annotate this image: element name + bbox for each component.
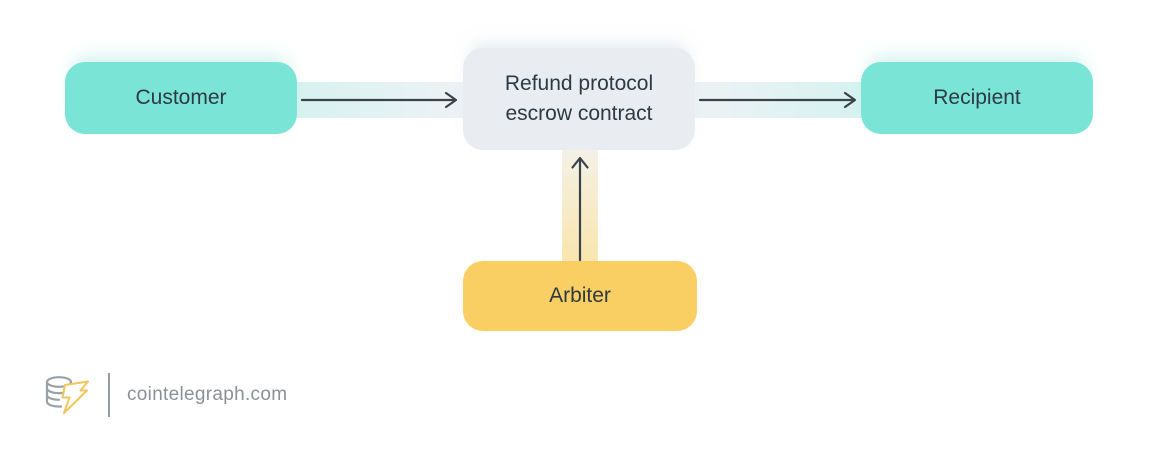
footer-divider	[108, 373, 110, 417]
brand-url-text: cointelegraph.com	[127, 384, 288, 405]
node-escrow-contract: Refund protocol escrow contract	[463, 48, 695, 150]
flow-band-arbiter-to-escrow	[562, 149, 598, 262]
node-escrow-label-line1: Refund protocol	[504, 72, 654, 95]
lightning-bolt-icon	[61, 380, 89, 414]
flow-band-customer-to-escrow	[296, 82, 464, 118]
coin-stack-icon	[45, 376, 73, 408]
node-recipient-label: Recipient	[933, 86, 1021, 109]
node-recipient: Recipient	[861, 62, 1093, 134]
flow-band-escrow-to-recipient	[694, 82, 862, 118]
node-arbiter-label: Arbiter	[549, 284, 611, 307]
cointelegraph-logo-icon	[45, 376, 89, 414]
node-escrow-label-line2: escrow contract	[505, 102, 653, 125]
node-arbiter: Arbiter	[463, 261, 697, 331]
node-customer: Customer	[65, 62, 297, 134]
node-customer-label: Customer	[135, 86, 227, 109]
brand-footer: cointelegraph.com	[42, 370, 287, 420]
